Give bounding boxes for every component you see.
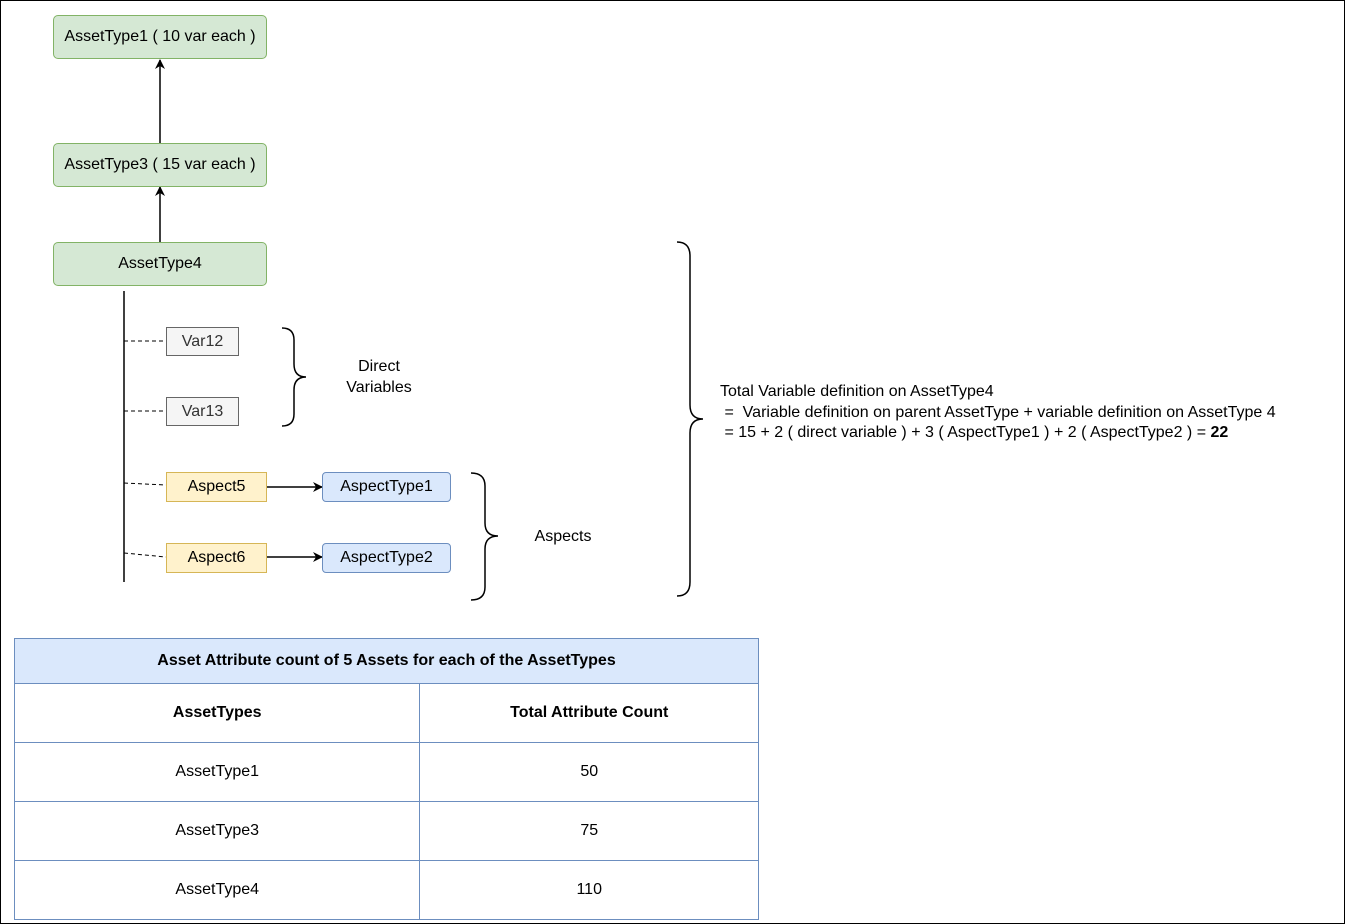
brace-total	[676, 241, 704, 597]
cell-assettype: AssetType3	[13, 801, 421, 861]
total-variable-formula: Total Variable definition on AssetType4 …	[720, 382, 1276, 444]
formula-line2: = Variable definition on parent AssetTyp…	[720, 403, 1276, 421]
var13-node[interactable]: Var13	[166, 397, 239, 426]
cell-assettype: AssetType4	[13, 860, 421, 920]
aspecttype1-node[interactable]: AspectType1	[322, 472, 451, 502]
attribute-count-table: Asset Attribute count of 5 Assets for ea…	[13, 638, 759, 920]
aspect5-node[interactable]: Aspect5	[166, 472, 267, 502]
formula-result: 22	[1210, 424, 1229, 441]
aspecttype2-node[interactable]: AspectType2	[322, 543, 451, 573]
table-row: AssetType3 75	[13, 801, 759, 861]
brace-direct-variables	[281, 327, 307, 427]
column-header-total-attribute-count: Total Attribute Count	[419, 683, 759, 743]
direct-variables-label: Direct Variables	[330, 356, 428, 398]
table-caption: Asset Attribute count of 5 Assets for ea…	[14, 638, 759, 684]
aspect6-node[interactable]: Aspect6	[166, 543, 267, 573]
aspects-label: Aspects	[534, 528, 592, 545]
cell-count: 75	[419, 801, 759, 861]
dashed-link-aspect6	[123, 552, 167, 558]
formula-line3-prefix: = 15 + 2 ( direct variable ) + 3 ( Aspec…	[720, 424, 1211, 441]
formula-line3: = 15 + 2 ( direct variable ) + 3 ( Aspec…	[720, 423, 1276, 444]
assettype1-node[interactable]: AssetType1 ( 10 var each )	[53, 15, 267, 59]
cell-assettype: AssetType1	[13, 742, 421, 802]
formula-line1: Total Variable definition on AssetType4	[720, 383, 994, 400]
assettype4-node[interactable]: AssetType4	[53, 242, 267, 286]
var12-node[interactable]: Var12	[166, 327, 239, 356]
cell-count: 50	[419, 742, 759, 802]
column-header-assettypes: AssetTypes	[13, 683, 421, 743]
brace-aspects	[470, 472, 499, 601]
table-row: AssetType4 110	[13, 860, 759, 920]
table-row: AssetType1 50	[13, 742, 759, 802]
cell-count: 110	[419, 860, 759, 920]
dashed-link-aspect5	[123, 482, 167, 486]
direct-variables-label-line2: Variables	[346, 379, 412, 396]
direct-variables-label-line1: Direct	[358, 358, 400, 375]
assettype3-node[interactable]: AssetType3 ( 15 var each )	[53, 143, 267, 187]
